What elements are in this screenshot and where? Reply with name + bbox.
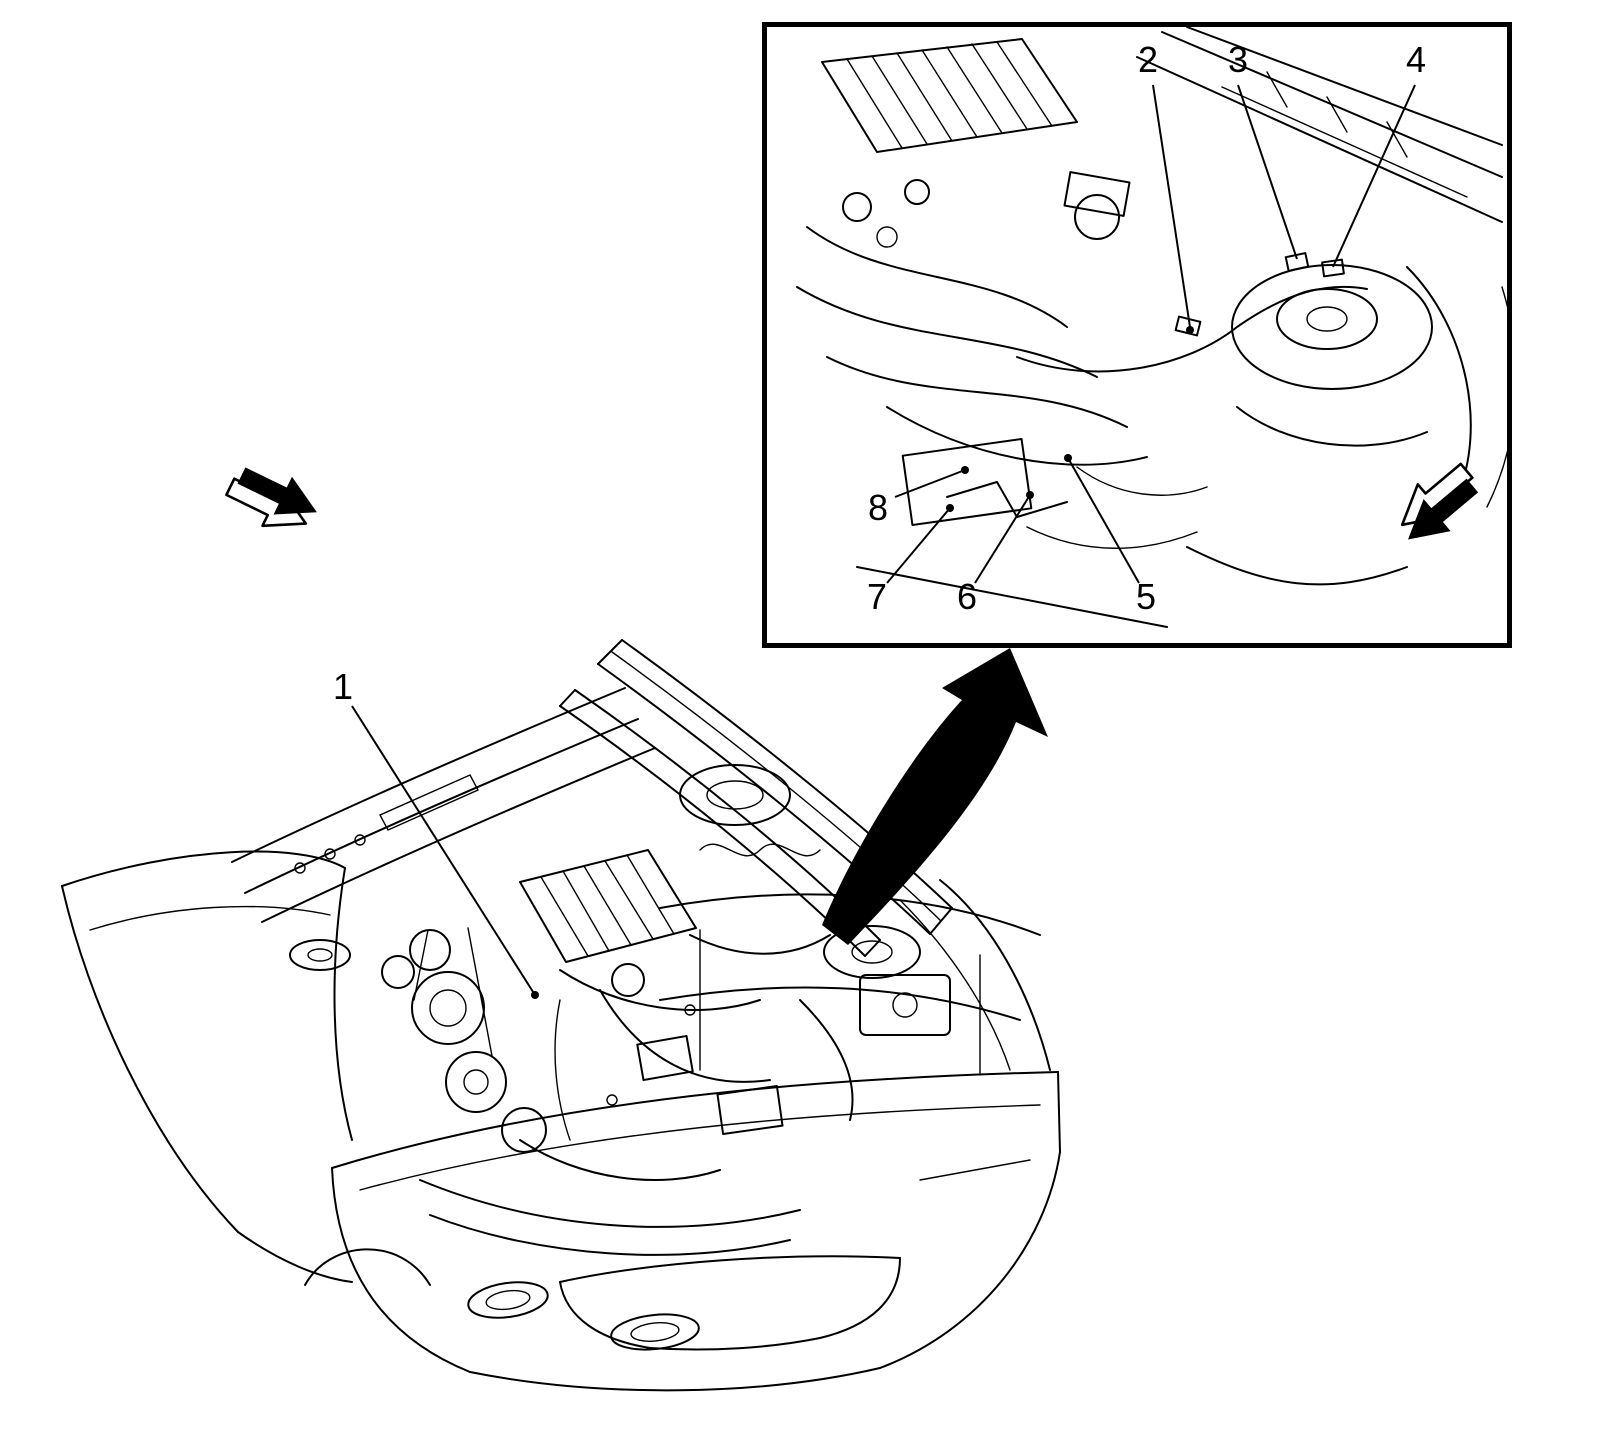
callout-label-1: 1 (332, 666, 354, 707)
view-direction-arrow-inset-icon (1400, 462, 1479, 540)
callout-label-3: 3 (1227, 39, 1249, 80)
callout-label-5: 5 (1135, 576, 1157, 617)
callout-label-7: 7 (866, 576, 888, 617)
radiator-support (659, 764, 1051, 1076)
inset-lower-engine (856, 406, 1408, 628)
front-bumper (331, 1071, 1061, 1392)
inset-cowl-lines (1136, 27, 1503, 223)
callout-1-leader (351, 705, 536, 996)
zoom-arrow-icon (822, 648, 1048, 945)
inset-engine-hoses (796, 171, 1368, 428)
hood-panel (559, 639, 953, 957)
callout-label-8: 8 (867, 487, 889, 528)
callout-label-2: 2 (1137, 39, 1159, 80)
view-direction-arrow-icon (225, 467, 317, 528)
cowl-panel (231, 687, 656, 971)
callout-label-6: 6 (956, 576, 978, 617)
left-fender (61, 850, 431, 1286)
inset-valve-cover (821, 38, 1078, 153)
engine-assembly (381, 843, 854, 1256)
callout-label-4: 4 (1405, 39, 1427, 80)
inset-callout-leaders (886, 84, 1416, 584)
engine-detail-art (796, 27, 1507, 628)
engine-detail-inset (762, 22, 1512, 648)
